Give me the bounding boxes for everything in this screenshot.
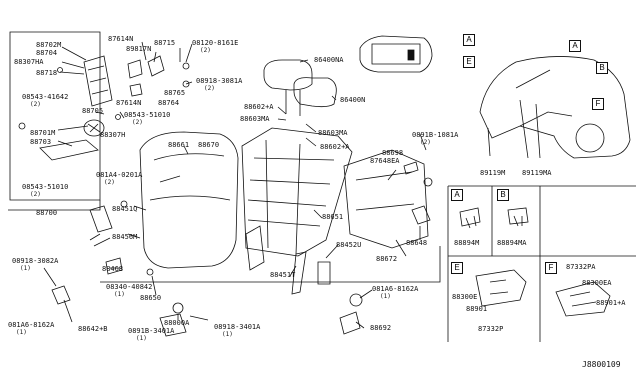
part-label: 08918-3082A	[12, 257, 59, 265]
callout-f: F	[592, 98, 604, 110]
part-label: 081A6-8162A	[372, 285, 419, 293]
part-label: 87614N	[116, 99, 142, 107]
part-label: 86400NA	[314, 56, 344, 64]
inset-e-label: E	[451, 262, 463, 274]
part-label: 87332PA	[566, 263, 596, 271]
part-label: 88718	[36, 69, 58, 77]
part-label: 88765	[164, 89, 186, 97]
part-label: 0891B-1081A	[412, 131, 459, 139]
part-label: 89119MA	[522, 169, 552, 177]
part-label: 08340-40842	[106, 283, 153, 291]
part-label: 88648	[406, 239, 428, 247]
part-label: 88764	[158, 99, 180, 107]
part-label: 88456M	[112, 233, 138, 241]
callout-e: E	[463, 56, 475, 68]
part-label: 88901+A	[596, 299, 626, 307]
part-label: 08543-51010	[22, 183, 69, 191]
part-label: 88701M	[30, 129, 56, 137]
part-label: 87332P	[478, 325, 504, 333]
part-qty: (1)	[380, 293, 391, 300]
part-label: 08543-41642	[22, 93, 69, 101]
part-label: 87648EA	[370, 157, 400, 165]
inset-grid	[447, 185, 636, 342]
part-label: 88702M	[36, 41, 62, 49]
part-qty: (1)	[16, 329, 27, 336]
part-label: 0891B-3401A	[128, 327, 175, 335]
seatback-frame	[241, 127, 353, 257]
callout-a-2: A	[569, 40, 581, 52]
part-label: 88300E	[452, 293, 478, 301]
part-label: 88715	[154, 39, 176, 47]
inset-a-label: A	[451, 189, 463, 201]
part-label: 88700	[36, 209, 58, 217]
part-label: 08918-3401A	[214, 323, 261, 331]
headrest-86400N	[293, 77, 337, 108]
headrest-86400NA	[263, 59, 313, 91]
part-label: 88705	[82, 107, 104, 115]
car-rear-view	[479, 56, 631, 159]
part-qty: (2)	[204, 85, 215, 92]
part-label: 88698	[382, 149, 404, 157]
part-qty: (2)	[104, 179, 115, 186]
part-label: 88894M	[454, 239, 480, 247]
part-qty: (2)	[420, 139, 431, 146]
callout-b: B	[596, 62, 608, 74]
part-label: 081A4-0201A	[96, 171, 143, 179]
part-label: 88000A	[164, 319, 190, 327]
part-label: 88692	[370, 324, 392, 332]
part-label: 88703	[30, 138, 52, 146]
part-label: 88672	[376, 255, 398, 263]
part-label: 87614N	[108, 35, 134, 43]
diagram-reference: J8800109	[582, 360, 621, 369]
part-label: 88704	[36, 49, 58, 57]
part-qty: (1)	[20, 265, 31, 272]
part-label: 89817N	[126, 45, 152, 53]
part-qty: (2)	[132, 119, 143, 126]
part-label: 08543-51010	[124, 111, 171, 119]
part-label: 88661	[168, 141, 190, 149]
seatback-cushion	[139, 131, 239, 269]
back-panel	[343, 149, 429, 249]
part-label: 88651	[322, 213, 344, 221]
part-label: 88307H	[100, 131, 126, 139]
part-label: 88650	[140, 294, 162, 302]
part-qty: (1)	[114, 291, 125, 298]
callout-a: A	[463, 34, 475, 46]
part-label: 88642+B	[78, 325, 108, 333]
part-label: 08120-8161E	[192, 39, 239, 47]
part-label: 86400N	[340, 96, 366, 104]
part-label: 88901	[466, 305, 488, 313]
part-label: 88602+A	[320, 143, 350, 151]
inset-f-label: F	[545, 262, 557, 274]
part-label: 08918-3081A	[196, 77, 243, 85]
car-plan-view	[359, 35, 433, 73]
part-qty: (2)	[30, 101, 41, 108]
part-qty: (1)	[136, 335, 147, 342]
part-label: 88603MA	[240, 115, 270, 123]
part-label: 88300EA	[582, 279, 612, 287]
inset-b-label: B	[497, 189, 509, 201]
part-label: 88452U	[336, 241, 362, 249]
part-label: 88603MA	[318, 129, 348, 137]
part-qty: (2)	[200, 47, 211, 54]
part-label: 88468	[102, 265, 124, 273]
part-label: 88670	[198, 141, 220, 149]
part-qty: (2)	[30, 191, 41, 198]
part-label: 88307HA	[14, 58, 44, 66]
part-label: 081A6-8162A	[8, 321, 55, 329]
part-label: 89119M	[480, 169, 506, 177]
part-qty: (1)	[222, 331, 233, 338]
part-label: 88451Q	[112, 205, 138, 213]
part-label: 88451T	[270, 271, 296, 279]
part-label: 88602+A	[244, 103, 274, 111]
part-label: 88894MA	[497, 239, 527, 247]
